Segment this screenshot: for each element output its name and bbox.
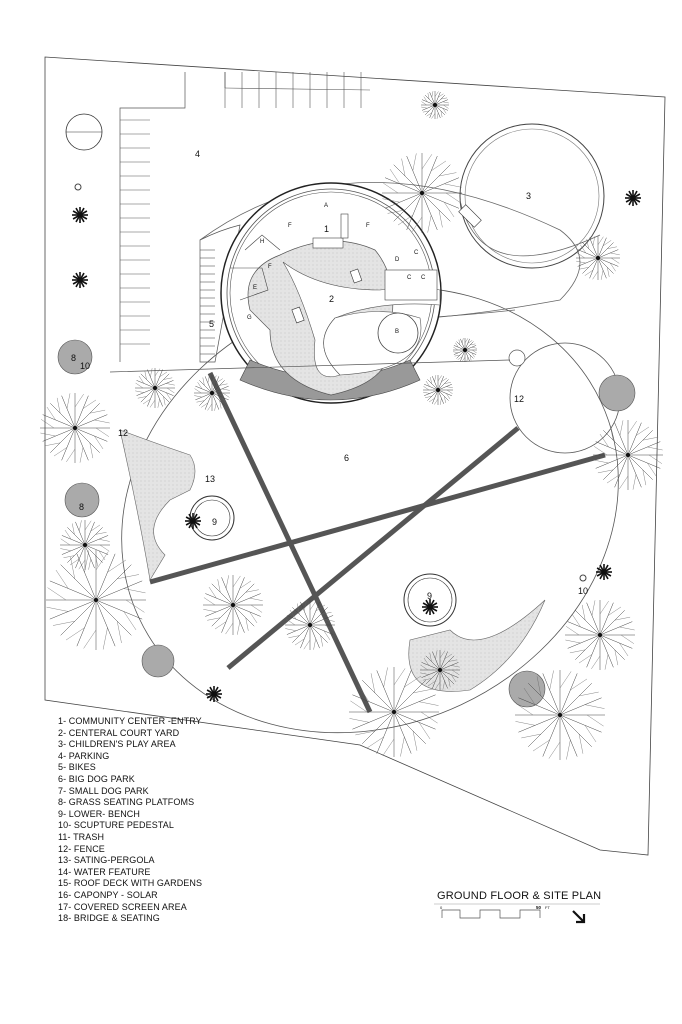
legend-item: 2- CENTERAL COURT YARD [58, 727, 180, 738]
tree-icon [382, 153, 462, 233]
tree-icon [423, 375, 453, 405]
tree-icon [194, 375, 230, 411]
label-play-area: 3 [526, 191, 531, 201]
room-e: E [253, 285, 257, 291]
pergolas [189, 495, 457, 627]
shrub-icon [596, 564, 612, 580]
legend-item: 11- TRASH [58, 831, 105, 842]
label-entry: 1 [324, 224, 329, 234]
room-f: F [366, 223, 370, 229]
tree-icon [515, 670, 605, 760]
room-labels: A B C C C D E F F F G H [247, 203, 426, 335]
scale-unit: FT [545, 905, 550, 910]
legend-item: 6- BIG DOG PARK [58, 773, 135, 784]
room-d: D [395, 257, 400, 263]
legend-item: 15- ROOF DECK WITH GARDENS [58, 878, 203, 889]
label-pergola: 13 [205, 474, 215, 484]
label-bench: 9 [212, 517, 217, 527]
trees [40, 91, 663, 760]
label-grass-seating: 8 [79, 502, 84, 512]
tree-icon [420, 650, 460, 690]
legend-item: 9- LOWER- BENCH [58, 808, 141, 819]
legend-item: 3- CHILDREN'S PLAY AREA [58, 739, 176, 750]
label-courtyard: 2 [329, 294, 334, 304]
shrub-icon [422, 599, 438, 615]
label-fence: 12 [514, 394, 524, 404]
label-big-dog-park: 6 [344, 453, 349, 463]
bridges [149, 371, 606, 714]
legend-item: 16- CAPONPY - SOLAR [58, 889, 158, 900]
sculpture-pedestal [74, 183, 82, 191]
label-sculpture: 10 [578, 586, 588, 596]
room-c: C [414, 250, 419, 256]
room-a: A [324, 203, 328, 209]
label-bikes: 5 [209, 319, 214, 329]
legend-item: 4- PARKING [58, 750, 110, 761]
room-c: C [407, 275, 412, 281]
room-f: F [268, 264, 272, 270]
site-boundary [44, 56, 666, 856]
shrub-icon [185, 513, 201, 529]
tree-icon [203, 575, 263, 635]
legend-item: 13- SATING-PERGOLA [58, 855, 155, 866]
legend-item: 14- WATER FEATURE [58, 866, 151, 877]
shrub-icon [72, 207, 88, 223]
legend-item: 12- FENCE [58, 843, 105, 854]
tree-icon [285, 600, 335, 650]
tree-icon [565, 600, 635, 670]
legend-item: 7- SMALL DOG PARK [58, 785, 149, 796]
arrow-down-right-icon [572, 910, 586, 924]
tree-icon [593, 420, 663, 490]
tree-icon [349, 667, 439, 757]
shrub-icon [625, 190, 641, 206]
room-b: B [395, 329, 399, 335]
tree-icon [576, 236, 620, 280]
room-f: F [288, 223, 292, 229]
shrub-icon [206, 686, 222, 702]
legend-item: 10- SCUPTURE PEDESTAL [58, 820, 174, 831]
childrens-play-area [459, 123, 605, 269]
sculpture-pedestal [579, 574, 587, 582]
label-bench: 9 [427, 591, 432, 601]
legend-item: 5- BIKES [58, 762, 96, 773]
scale-start: 0 [440, 905, 443, 910]
tree-icon [60, 520, 110, 570]
room-h: H [260, 239, 264, 245]
label-parking: 4 [195, 149, 200, 159]
drawing-title: GROUND FLOOR & SITE PLAN [437, 890, 602, 902]
tree-icon [46, 550, 146, 650]
scale-bar: 0 50 FT [434, 903, 600, 919]
grass-seating-platforms [57, 339, 636, 708]
label-grass-seating: 8 [71, 353, 76, 363]
plan-labels: 4 1 2 3 5 6 8 8 9 9 10 10 12 12 13 [71, 149, 588, 601]
small-dog-park-left [119, 429, 196, 581]
legend-item: 17- COVERED SCREEN AREA [58, 901, 187, 912]
tree-icon [135, 368, 175, 408]
tree-icon [453, 338, 477, 362]
room-g: G [247, 315, 252, 321]
community-center [220, 182, 442, 404]
shrub-icon [72, 272, 88, 288]
room-c: C [421, 275, 426, 281]
legend-item: 8- GRASS SEATING PLATFOMS [58, 797, 195, 808]
tree-icon [40, 393, 110, 463]
parking-lot [119, 72, 371, 363]
label-sculpture: 10 [80, 361, 90, 371]
tree-icon [421, 91, 449, 119]
legend-item: 18- BRIDGE & SEATING [58, 913, 160, 924]
scale-end: 50 [536, 905, 542, 910]
legend-item: 1- COMMUNITY CENTER -ENTRY [58, 716, 202, 726]
label-fence: 12 [118, 428, 128, 438]
